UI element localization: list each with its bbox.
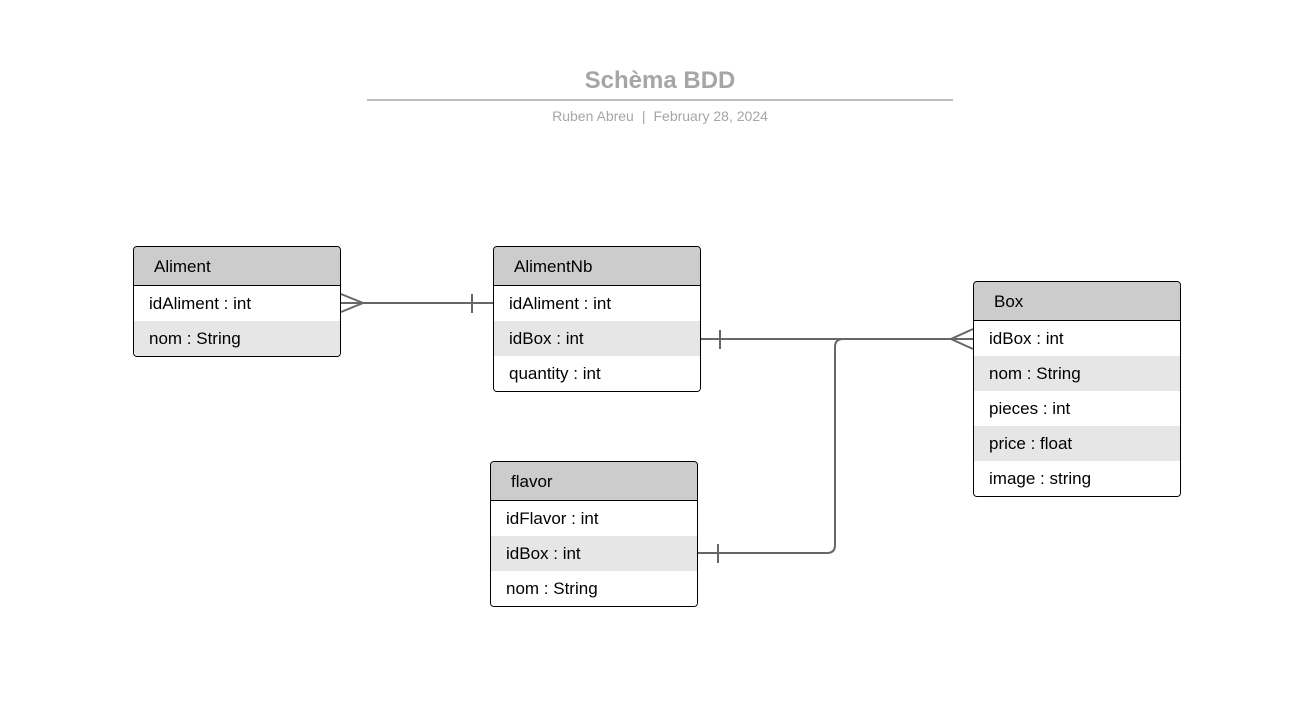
field-idaliment: idAliment : int [134, 286, 340, 321]
meta-separator: | [641, 108, 646, 124]
field-nom: nom : String [974, 356, 1180, 391]
document-meta: Ruben Abreu | February 28, 2024 [367, 107, 953, 125]
title-divider [367, 99, 953, 101]
connector-flavor-box[interactable] [698, 338, 973, 554]
field-idbox: idBox : int [491, 536, 697, 571]
field-idaliment: idAliment : int [494, 286, 700, 321]
field-price: price : float [974, 426, 1180, 461]
entity-alimentnb-title: AlimentNb [494, 247, 700, 286]
field-idbox: idBox : int [494, 321, 700, 356]
crowfoot-many-box [948, 328, 974, 350]
document-header: Schèma BDD Ruben Abreu | February 28, 2024 [367, 66, 953, 125]
field-nom: nom : String [134, 321, 340, 356]
entity-flavor-title: flavor [491, 462, 697, 501]
crowfoot-many-aliment [340, 293, 366, 313]
entity-flavor[interactable]: flavor idFlavor : int idBox : int nom : … [490, 461, 698, 607]
field-idflavor: idFlavor : int [491, 501, 697, 536]
field-idbox: idBox : int [974, 321, 1180, 356]
entity-box-title: Box [974, 282, 1180, 321]
field-quantity: quantity : int [494, 356, 700, 391]
field-nom: nom : String [491, 571, 697, 606]
entity-alimentnb[interactable]: AlimentNb idAliment : int idBox : int qu… [493, 246, 701, 392]
author-name: Ruben Abreu [552, 108, 634, 124]
entity-aliment[interactable]: Aliment idAliment : int nom : String [133, 246, 341, 357]
entity-aliment-title: Aliment [134, 247, 340, 286]
field-pieces: pieces : int [974, 391, 1180, 426]
page-title: Schèma BDD [584, 67, 736, 94]
document-date: February 28, 2024 [653, 108, 768, 124]
entity-box[interactable]: Box idBox : int nom : String pieces : in… [973, 281, 1181, 497]
field-image: image : string [974, 461, 1180, 496]
